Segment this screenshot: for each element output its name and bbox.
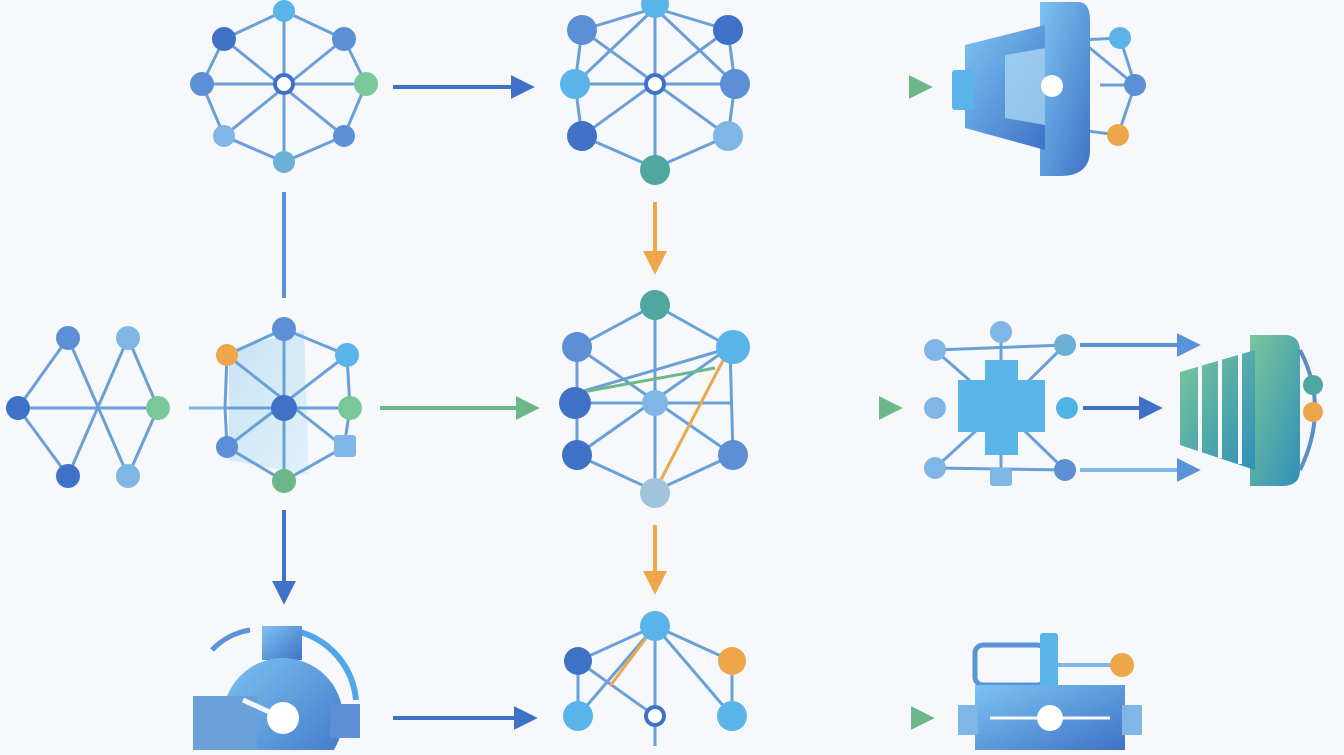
wheel-network-icon [560,0,750,185]
speaker-icon [1180,335,1323,486]
speaker-network-icon [952,2,1146,176]
triangle-network-icon [563,611,747,746]
cross-network-icon [924,321,1201,486]
shielded-network-icon [189,317,362,493]
edges [272,75,935,730]
gear-icon [193,626,360,755]
star-network-icon [6,326,170,488]
device-icon [958,633,1142,750]
wheel-network-icon [190,0,378,173]
hexagon-network-icon [559,290,750,508]
